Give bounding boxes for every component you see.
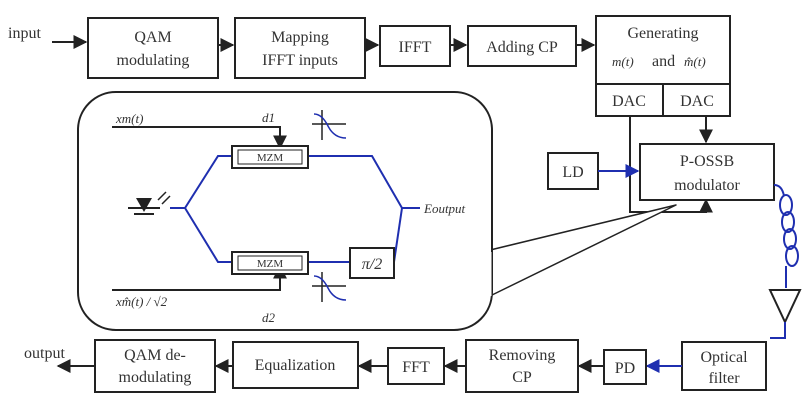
adding-cp-label: Adding CP xyxy=(486,39,558,56)
amplifier-icon xyxy=(768,289,802,325)
fft-label: FFT xyxy=(402,359,430,376)
inset-rf1-line xyxy=(112,126,287,150)
phase-shifter-block: π/2 xyxy=(349,247,395,279)
inset-upper-out xyxy=(308,155,420,209)
qam-demod-line1: QAM de- xyxy=(124,347,186,364)
filter-response-icon-top xyxy=(312,110,347,140)
inset-lower-out xyxy=(393,207,403,263)
inset-d1-label: d1 xyxy=(262,110,275,125)
pd-label: PD xyxy=(615,360,635,377)
qam-modulating-block: QAM modulating xyxy=(87,17,219,79)
inset-xmhat-label: xm̂(t) / √2 xyxy=(115,294,168,309)
callout-pointer xyxy=(481,204,677,297)
qam-mod-line1: QAM xyxy=(134,29,171,46)
pd-block: PD xyxy=(603,349,647,385)
mapping-line1: Mapping xyxy=(271,29,329,46)
qam-demodulating-block: QAM de- modulating xyxy=(94,339,216,393)
posssb-modulator-block: P-OSSB modulator xyxy=(639,143,775,201)
optical-filter-line1: Optical xyxy=(700,349,748,366)
mapping-block: Mapping IFFT inputs xyxy=(234,17,366,79)
adding-cp-block: Adding CP xyxy=(467,25,577,67)
ld-label: LD xyxy=(562,164,583,181)
removing-cp-line1: Removing xyxy=(489,347,556,364)
mzm-upper-label: MZM xyxy=(257,152,284,164)
laser-diode-icon xyxy=(128,191,171,215)
qam-mod-line2: modulating xyxy=(117,52,190,69)
optical-filter-block: Optical filter xyxy=(681,341,767,391)
generating-m: m(t) xyxy=(612,54,634,69)
phase-shifter-label: π/2 xyxy=(362,256,382,273)
dac2-label: DAC xyxy=(680,93,714,110)
mzm-upper-block: MZM xyxy=(231,145,309,169)
posssb-line2: modulator xyxy=(674,177,740,194)
optical-filter-line2: filter xyxy=(708,370,740,387)
inset-d2-label: d2 xyxy=(262,310,276,325)
inset-eoutput-label: Eoutput xyxy=(423,201,466,216)
mapping-line2: IFFT inputs xyxy=(262,52,338,69)
inset-upper-arm xyxy=(170,155,232,209)
input-label: input xyxy=(8,25,41,42)
ld-block: LD xyxy=(547,152,599,190)
fiber-spool-icon xyxy=(779,194,799,267)
generating-and: and xyxy=(652,53,675,70)
mzm-lower-label: MZM xyxy=(257,258,284,270)
filter-response-icon-bottom xyxy=(312,272,347,302)
output-label: output xyxy=(24,345,65,362)
generating-block: Generating m(t) and m̂(t) DAC DAC xyxy=(595,15,731,117)
ifft-label: IFFT xyxy=(399,39,432,56)
amp-to-filter xyxy=(770,322,786,339)
ifft-block: IFFT xyxy=(379,25,451,67)
fiber-lead xyxy=(773,184,785,197)
qam-demod-line2: modulating xyxy=(119,369,192,386)
equalization-label: Equalization xyxy=(255,357,336,374)
dac1-label: DAC xyxy=(612,93,646,110)
generating-title: Generating xyxy=(627,25,698,42)
inset-lower-arm xyxy=(184,207,232,263)
mzm-lower-block: MZM xyxy=(231,251,309,275)
inset-xm-label: xm(t) xyxy=(115,111,143,126)
removing-cp-line2: CP xyxy=(512,369,532,386)
posssb-line1: P-OSSB xyxy=(680,153,734,170)
equalization-block: Equalization xyxy=(232,341,359,389)
fft-block: FFT xyxy=(387,347,445,385)
generating-mhat: m̂(t) xyxy=(684,54,706,69)
removing-cp-block: Removing CP xyxy=(465,339,579,393)
